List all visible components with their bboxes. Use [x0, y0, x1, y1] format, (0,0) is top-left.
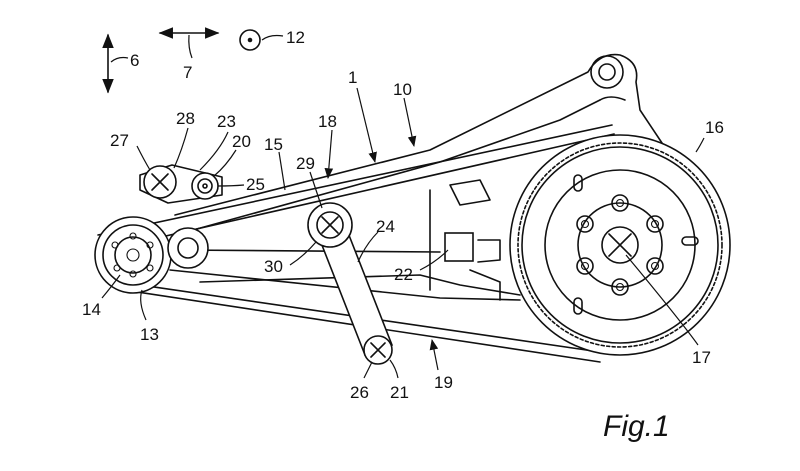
label-17: 17 — [692, 348, 711, 367]
label-10: 10 — [393, 80, 412, 99]
strut — [307, 202, 394, 365]
pivot-bearing — [167, 227, 209, 269]
swing-arm — [169, 53, 681, 301]
sensor-box — [444, 232, 474, 262]
label-19: 19 — [434, 373, 453, 392]
label-15: 15 — [264, 135, 283, 154]
label-26: 26 — [350, 383, 369, 402]
label-12: 12 — [286, 28, 305, 47]
label-16: 16 — [705, 118, 724, 137]
label-7: 7 — [183, 63, 192, 82]
label-28: 28 — [176, 109, 195, 128]
label-21: 21 — [390, 383, 409, 402]
label-30: 30 — [264, 257, 283, 276]
label-29: 29 — [296, 154, 315, 173]
out-of-plane-axis-icon — [239, 29, 261, 51]
label-6: 6 — [130, 51, 139, 70]
front-pulley — [94, 216, 172, 294]
label-22: 22 — [394, 265, 413, 284]
rear-sprocket — [509, 134, 731, 356]
label-18: 18 — [318, 112, 337, 131]
label-1: 1 — [348, 68, 357, 87]
reference-labels: 6 7 12 1 10 16 18 15 20 23 28 27 25 29 3… — [82, 28, 724, 402]
label-20: 20 — [232, 132, 251, 151]
label-25: 25 — [246, 175, 265, 194]
label-14: 14 — [82, 300, 101, 319]
label-23: 23 — [217, 112, 236, 131]
label-27: 27 — [110, 131, 129, 150]
tensioner-assembly — [139, 164, 223, 204]
label-13: 13 — [140, 325, 159, 344]
label-24: 24 — [376, 217, 395, 236]
leader-lines — [101, 34, 705, 379]
figure-caption: Fig.1 — [603, 410, 670, 443]
